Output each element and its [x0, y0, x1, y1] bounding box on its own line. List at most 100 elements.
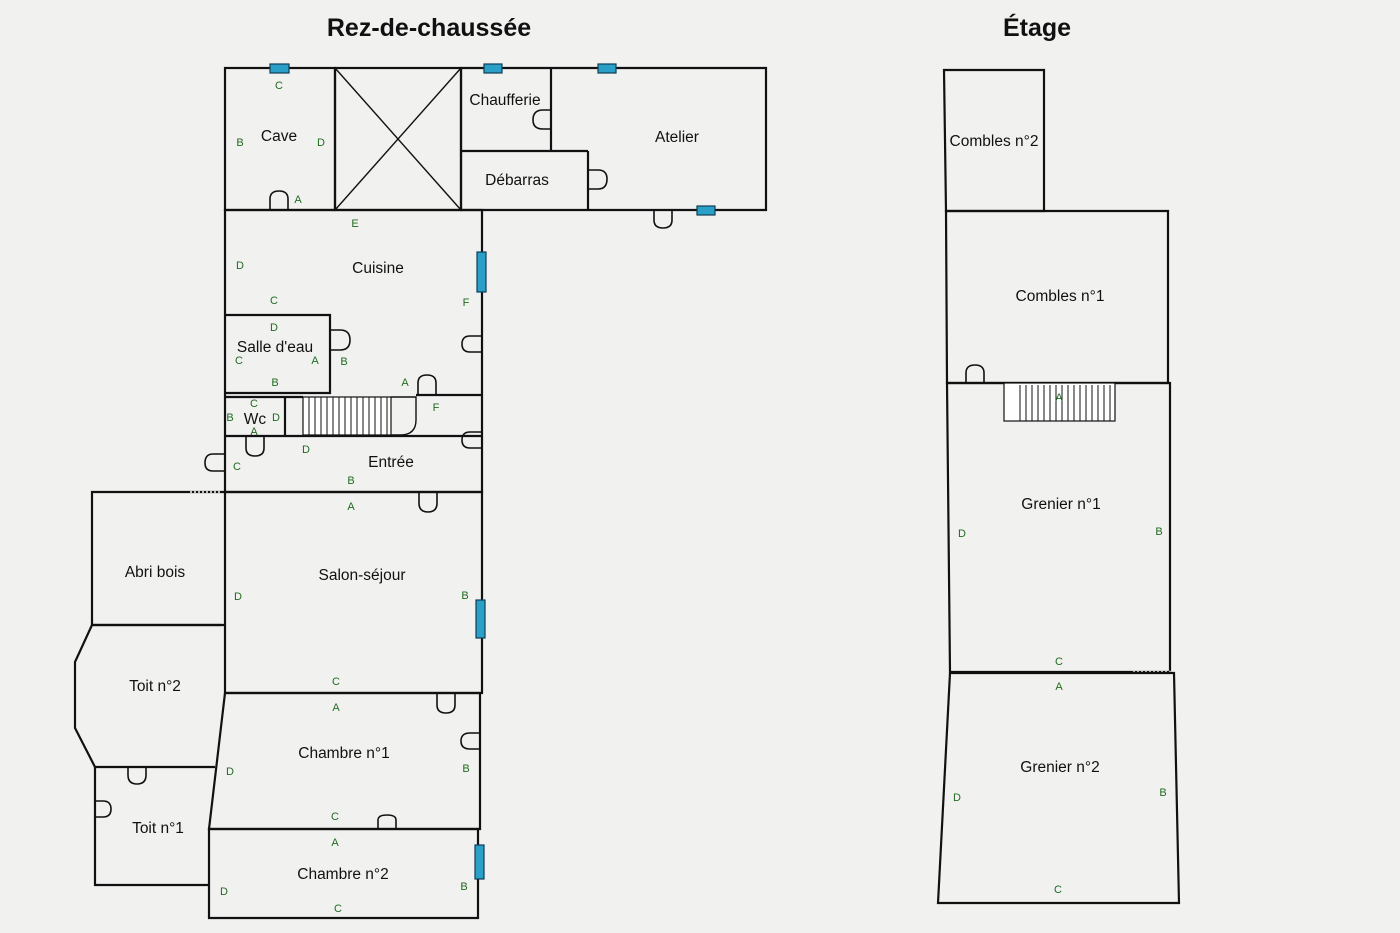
annex-outline	[459, 66, 768, 212]
room-label-toit2: Toit n°2	[129, 678, 181, 695]
wall-marker: B	[1155, 526, 1162, 538]
salon-outline	[223, 490, 484, 695]
wall-marker: A	[331, 837, 339, 849]
wall-marker: C	[1055, 656, 1063, 668]
chambre1-outline	[207, 691, 482, 831]
room-label-atelier: Atelier	[655, 129, 699, 146]
wall-marker: B	[271, 377, 278, 389]
wall-marker: D	[236, 260, 244, 272]
cuisine-door	[461, 335, 482, 353]
salle-eau-walls	[225, 313, 332, 395]
wall-marker: A	[1055, 681, 1063, 693]
toit2-outline	[73, 623, 222, 769]
upper-wall-markers: A D B C A D B C	[953, 392, 1167, 896]
ground-floor-title: Rez-de-chaussée	[327, 14, 531, 42]
upper-stair-treads	[1019, 385, 1111, 421]
window	[483, 63, 503, 74]
chaufferie-door	[532, 109, 551, 130]
wall-marker: C	[331, 811, 339, 823]
chambre1-top-door	[436, 693, 456, 714]
room-label-salon: Salon-séjour	[318, 567, 405, 584]
wall-marker: C	[233, 461, 241, 473]
wall-marker: D	[220, 886, 228, 898]
wc-door	[245, 436, 265, 457]
landing-door	[417, 374, 437, 395]
window	[597, 63, 617, 74]
combles1-door	[965, 364, 985, 383]
wall-marker: F	[433, 402, 440, 414]
atelier-door	[653, 210, 673, 229]
room-label-debarras: Débarras	[485, 172, 549, 189]
wall-marker: B	[226, 412, 233, 424]
window	[474, 844, 485, 880]
room-label-abri-bois: Abri bois	[125, 564, 186, 581]
room-label-chambre1: Chambre n°1	[298, 745, 390, 762]
cave-door	[269, 190, 289, 210]
upper-stairs	[1003, 382, 1116, 422]
wall-marker: A	[250, 426, 258, 438]
room-label-cuisine: Cuisine	[352, 260, 404, 277]
upper-floor-plan: Combles n°2 Combles n°1 Grenier n°1 Gren…	[936, 68, 1181, 905]
room-label-wc: Wc	[244, 411, 267, 428]
wall-marker: B	[340, 356, 347, 368]
wall-marker: B	[347, 475, 354, 487]
debarras-door	[588, 169, 608, 190]
wall-marker: D	[270, 322, 278, 334]
window	[696, 205, 716, 216]
toit1-outline	[93, 767, 209, 887]
window	[475, 599, 486, 639]
room-label-chaufferie: Chaufferie	[469, 92, 540, 109]
grenier1-outline	[945, 381, 1172, 674]
room-label-salle-eau: Salle d'eau	[237, 339, 313, 356]
window	[476, 251, 487, 293]
ground-wall-markers: C B D A E D C F D C A B B A C B D F A D …	[220, 80, 470, 915]
wall-marker: B	[1159, 787, 1166, 799]
ground-stairs	[302, 396, 392, 436]
chambre1-side-door	[460, 732, 480, 750]
wall-marker: B	[460, 881, 467, 893]
wall-marker: A	[1055, 392, 1063, 404]
window	[269, 63, 290, 74]
wall-marker: A	[332, 702, 340, 714]
wall-marker: C	[250, 398, 258, 410]
abri-bois-outline	[90, 490, 225, 627]
wall-marker: D	[958, 528, 966, 540]
stair-turn	[391, 396, 417, 436]
void-cross-b	[334, 67, 462, 211]
grenier2-outline	[936, 671, 1181, 905]
salon-door	[418, 492, 438, 513]
ground-stair-treads	[308, 397, 388, 435]
room-label-grenier1: Grenier n°1	[1021, 496, 1100, 513]
room-label-chambre2: Chambre n°2	[297, 866, 389, 883]
salle-eau-door	[330, 329, 351, 351]
wall-marker: E	[351, 218, 358, 230]
room-label-combles1: Combles n°1	[1016, 288, 1105, 305]
wall-marker: C	[270, 295, 278, 307]
wall-marker: B	[462, 763, 469, 775]
wall-marker: D	[317, 137, 325, 149]
room-label-combles2: Combles n°2	[950, 133, 1039, 150]
wall-marker: B	[236, 137, 243, 149]
entree-side-door	[461, 431, 482, 449]
wall-marker: D	[234, 591, 242, 603]
wall-marker: C	[332, 676, 340, 688]
wall-marker: A	[294, 194, 302, 206]
ground-floor-plan: Cave Chaufferie Atelier Débarras Cuisine…	[73, 63, 768, 920]
wall-marker: B	[461, 590, 468, 602]
upper-floor-title: Étage	[1003, 13, 1071, 42]
wall-marker: C	[235, 355, 243, 367]
toit1-side-door	[95, 800, 112, 818]
wall-marker: D	[953, 792, 961, 804]
wall-marker: A	[401, 377, 409, 389]
chambre2-outline	[207, 827, 480, 920]
room-label-cave: Cave	[261, 128, 297, 145]
wall-marker: A	[347, 501, 355, 513]
chambre2-door	[377, 814, 397, 829]
room-label-toit1: Toit n°1	[132, 820, 184, 837]
entree-left-door	[204, 453, 225, 472]
wall-marker: A	[311, 355, 319, 367]
wall-marker: D	[302, 444, 310, 456]
room-label-grenier2: Grenier n°2	[1020, 759, 1099, 776]
wall-marker: D	[272, 412, 280, 424]
